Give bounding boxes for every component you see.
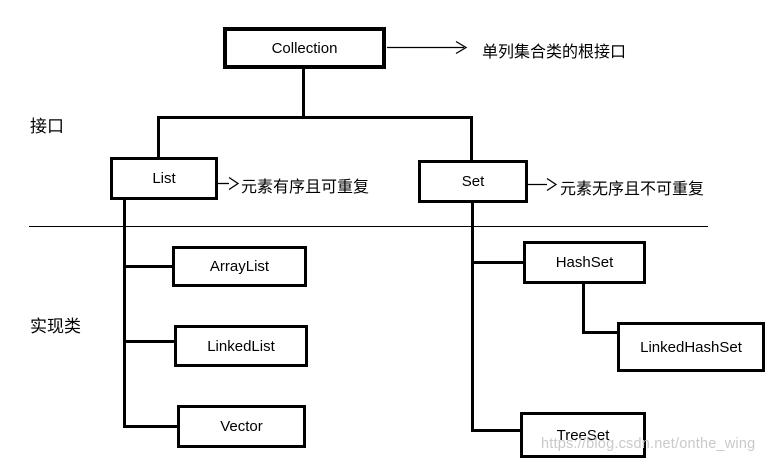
node-linkedhashset: LinkedHashSet <box>617 322 765 372</box>
node-treeset: TreeSet <box>520 412 646 458</box>
node-set: Set <box>418 160 528 203</box>
list-note-arrow <box>218 176 240 191</box>
node-collection: Collection <box>223 27 386 69</box>
connector-top-horizontal <box>157 116 473 119</box>
node-hashset-label: HashSet <box>555 254 614 271</box>
node-arraylist-label: ArrayList <box>209 258 270 275</box>
connector-list-trunk <box>123 200 126 428</box>
connector-to-hashset <box>471 261 523 264</box>
node-linkedlist: LinkedList <box>174 325 308 367</box>
set-note-arrow <box>528 177 558 192</box>
node-collection-label: Collection <box>271 39 338 57</box>
node-linkedlist-label: LinkedList <box>207 337 275 355</box>
connector-drop-to-set <box>470 116 473 162</box>
node-list-label: List <box>152 170 176 187</box>
connector-drop-to-list <box>157 116 160 159</box>
node-arraylist: ArrayList <box>172 246 307 287</box>
collection-note-arrow <box>387 40 468 55</box>
list-note: 元素有序且可重复 <box>241 179 370 196</box>
section-divider-line <box>29 226 708 227</box>
connector-to-treeset <box>471 429 520 432</box>
csdn-watermark: https://blog.csdn.net/onthe_wing <box>541 436 756 452</box>
connector-to-linkedhashset <box>582 331 617 334</box>
connector-to-arraylist <box>123 265 172 268</box>
node-vector-label: Vector <box>220 418 263 435</box>
connector-to-vector <box>123 425 177 428</box>
connector-hashset-down <box>582 284 585 334</box>
collection-note: 单列集合类的根接口 <box>482 44 627 61</box>
node-treeset-label: TreeSet <box>556 426 610 444</box>
node-vector: Vector <box>177 405 306 448</box>
set-note: 元素无序且不可重复 <box>560 181 705 198</box>
interface-section-label: 接口 <box>30 117 64 136</box>
node-list: List <box>110 157 218 200</box>
node-set-label: Set <box>461 173 485 190</box>
implementation-section-label: 实现类 <box>30 317 81 336</box>
connector-collection-down <box>302 68 305 117</box>
connector-to-linkedlist <box>123 340 174 343</box>
node-linkedhashset-label: LinkedHashSet <box>640 338 742 356</box>
connector-set-trunk <box>471 203 474 432</box>
node-hashset: HashSet <box>523 241 646 284</box>
